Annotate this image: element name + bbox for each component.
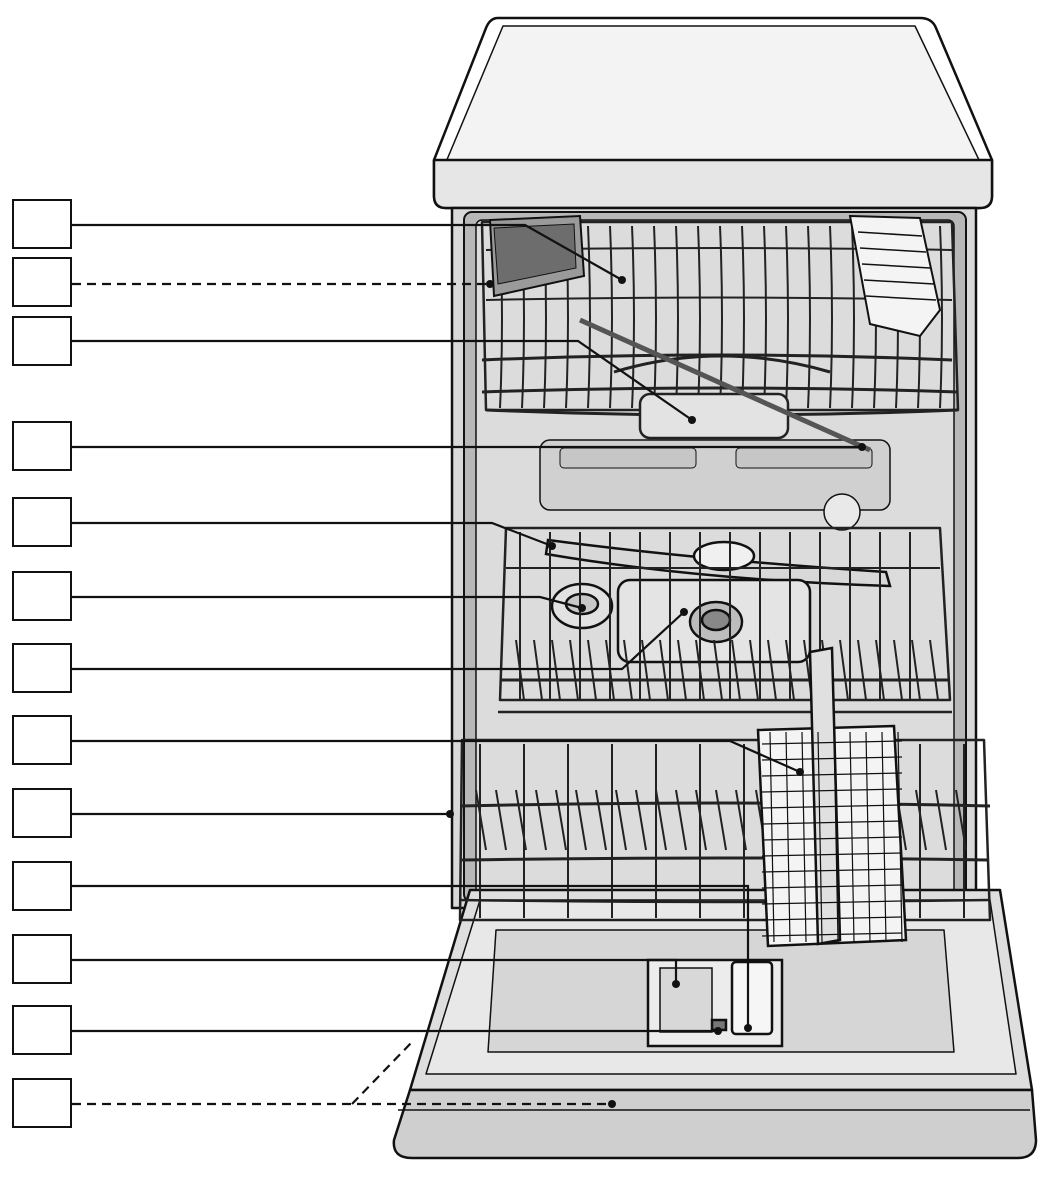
cutlery-grid-line [817, 731, 823, 943]
cutlery-grid-line [761, 868, 903, 873]
callout-line-5 [72, 521, 553, 548]
callout-box-4 [12, 421, 72, 471]
callout-point-8 [796, 768, 804, 776]
upper-right-rack [848, 214, 942, 338]
callout-box-5 [12, 497, 72, 547]
rack-tine [715, 789, 727, 851]
lower-basket-tine [623, 639, 633, 701]
cutlery-grid-line [761, 852, 903, 857]
rack-tine [655, 789, 667, 851]
lower-basket-tine [713, 639, 723, 701]
cutlery-grid-line [849, 731, 855, 943]
callout-point-4 [858, 443, 866, 451]
cutlery-grid-line [761, 820, 903, 825]
callout-point-1 [618, 276, 626, 284]
rack-tine [595, 789, 607, 851]
callout-box-9 [12, 788, 72, 838]
callout-line-6 [72, 595, 583, 610]
worktop [432, 16, 994, 210]
callout-box-12 [12, 1005, 72, 1055]
rack-tine [495, 789, 507, 851]
upper-left-shelf [488, 214, 586, 298]
lower-rack [458, 738, 992, 922]
callout-point-9 [446, 810, 454, 818]
callout-point-7 [680, 608, 688, 616]
cutlery-grid-line [881, 731, 887, 943]
cutlery-grid-line [761, 836, 903, 841]
lower-basket-tine [749, 639, 759, 701]
rack-tine [615, 789, 627, 851]
rack-tine [635, 789, 647, 851]
callout-box-7 [12, 643, 72, 693]
lower-basket-tine [839, 639, 849, 701]
lower-basket-tine [659, 639, 669, 701]
cutlery-grid-line [761, 772, 903, 777]
rack-tine [675, 789, 687, 851]
cutlery-grid-line [833, 731, 839, 943]
callout-box-3 [12, 316, 72, 366]
callout-box-8 [12, 715, 72, 765]
cutlery-grid-line [761, 756, 903, 761]
cutlery-grid-line [865, 731, 871, 943]
callout-box-11 [12, 934, 72, 984]
cutlery-grid-line [761, 916, 903, 921]
cutlery-grid-line [761, 932, 903, 937]
callout-line-11 [72, 958, 678, 984]
cutlery-grid-line [761, 900, 903, 905]
rack-tine [535, 789, 547, 851]
lower-basket-tine [731, 639, 741, 701]
callout-point-2 [486, 280, 494, 288]
callout-box-6 [12, 571, 72, 621]
lower-basket-tine [677, 639, 687, 701]
cutlery-grid-line [761, 788, 903, 793]
rack-tine [575, 789, 587, 851]
callout-line-10 [72, 884, 750, 1028]
cutlery-grid-line [769, 731, 775, 943]
rack-tine [555, 789, 567, 851]
callout-point-10 [744, 1024, 752, 1032]
rack-tine [935, 789, 947, 851]
callout-lines [72, 223, 866, 1108]
lower-basket-tine [857, 639, 867, 701]
upper-basket-tine [939, 225, 943, 409]
cutlery-grid-line [897, 731, 903, 943]
callout-line-7 [72, 611, 685, 671]
lower-basket-tine [929, 639, 939, 701]
callout-point-5 [548, 542, 556, 550]
callout-box-13 [12, 1078, 72, 1128]
callout-line-13-branch [351, 1041, 413, 1105]
cutlery-grid-line [761, 804, 903, 809]
callout-point-12 [714, 1027, 722, 1035]
lower-basket-tine [767, 639, 777, 701]
callout-box-10 [12, 861, 72, 911]
callout-line-3 [72, 339, 693, 421]
callout-point-3 [688, 416, 696, 424]
filter-system [616, 578, 812, 664]
lower-basket-tine [893, 639, 903, 701]
callout-box-2 [12, 257, 72, 307]
cutlery-basket [756, 646, 908, 948]
cutlery-grid-line [761, 740, 903, 745]
callout-line-1 [72, 223, 623, 281]
callout-line-8 [72, 739, 801, 774]
callout-box-1 [12, 199, 72, 249]
cutlery-grid-line [761, 884, 903, 889]
cutlery-grid-line [801, 731, 807, 943]
callout-point-6 [578, 604, 586, 612]
lower-basket-tine [911, 639, 921, 701]
callout-point-13 [608, 1100, 616, 1108]
callout-point-11 [672, 980, 680, 988]
